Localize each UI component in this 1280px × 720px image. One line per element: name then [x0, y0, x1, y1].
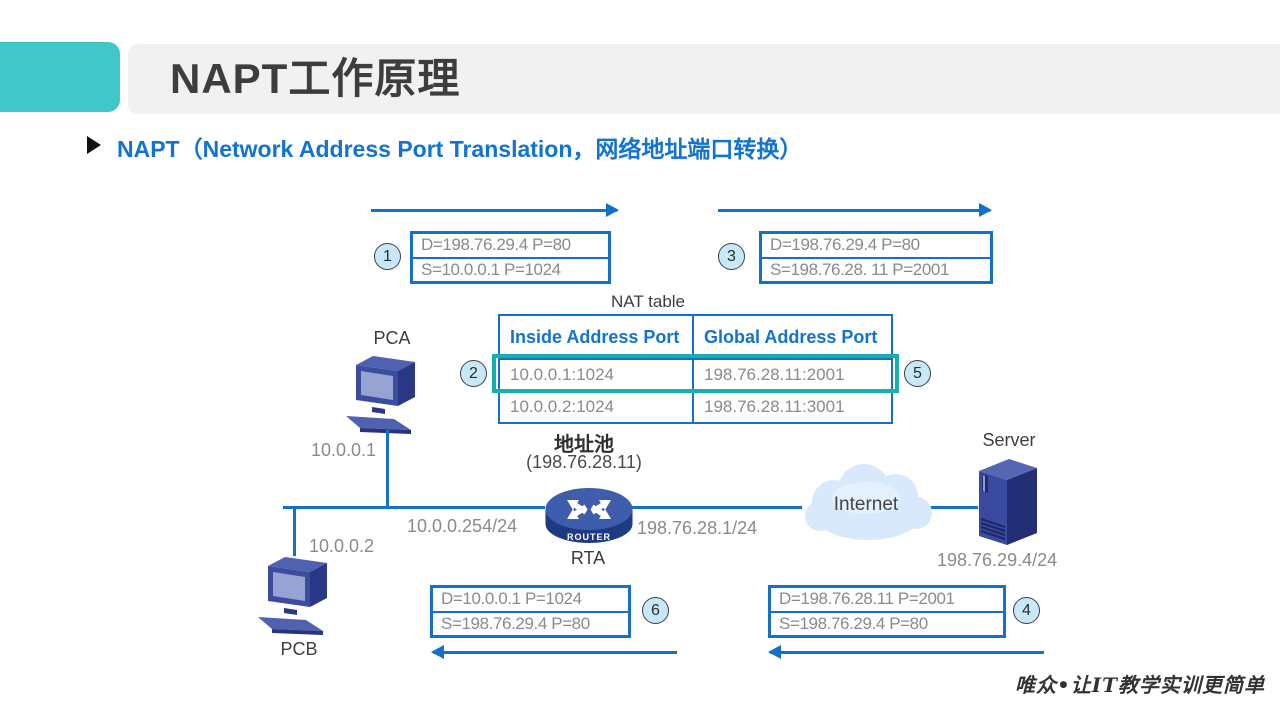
nat-cell-inside-1: 10.0.0.2:1024 [500, 392, 694, 422]
step-badge-6: 6 [642, 597, 669, 624]
packet-label-4: D=198.76.28.11 P=2001 S=198.76.29.4 P=80 [768, 585, 1006, 638]
pca-ip-label: 10.0.0.1 [311, 440, 377, 460]
step-badge-4: 4 [1013, 597, 1040, 624]
header-title-bar [128, 44, 1280, 114]
wan-segment-line [632, 506, 802, 509]
pca-computer-icon [338, 350, 434, 434]
nat-table: Inside Address Port Global Address Port … [498, 314, 893, 424]
flow-arrow-step1 [371, 203, 619, 217]
nat-header-global: Global Address Port [704, 326, 878, 347]
packet4-dst-line: D=198.76.28.11 P=2001 [779, 589, 955, 609]
nat-header-inside: Inside Address Port [500, 316, 694, 358]
nat-table-title: NAT table [610, 292, 686, 311]
nat-table-row: 10.0.0.2:1024 198.76.28.11:3001 [500, 390, 891, 422]
flow-arrow-step6 [431, 645, 677, 659]
lan-segment-line [283, 506, 545, 509]
page-title: NAPT工作原理 [170, 55, 461, 102]
internet-cloud: Internet [794, 456, 938, 554]
step-badge-3: 3 [718, 243, 745, 270]
cloud-server-line [928, 506, 978, 509]
internet-label: Internet [833, 494, 899, 515]
router-name-label: RTA [570, 548, 606, 568]
packet1-dst-line: D=198.76.29.4 P=80 [421, 235, 571, 255]
pca-label: PCA [373, 328, 411, 348]
flow-arrow-step4 [768, 645, 1044, 659]
packet3-dst-line: D=198.76.29.4 P=80 [770, 235, 920, 255]
flow-arrow-step3 [718, 203, 992, 217]
packet-label-6: D=10.0.0.1 P=1024 S=198.76.29.4 P=80 [430, 585, 631, 638]
router-outside-if-label: 198.76.28.1/24 [637, 518, 758, 538]
header-accent-block [0, 42, 120, 112]
packet4-src-line: S=198.76.29.4 P=80 [771, 610, 1003, 636]
server-icon [971, 451, 1045, 547]
address-pool-value: (198.76.28.11) [526, 452, 642, 472]
pcb-ip-label: 10.0.0.2 [309, 536, 375, 556]
subtitle-text: NAPT（Network Address Port Translation，网络… [117, 136, 803, 162]
bullet-triangle-icon [87, 136, 101, 154]
packet-label-1: D=198.76.29.4 P=80 S=10.0.0.1 P=1024 [410, 231, 611, 284]
packet6-dst-line: D=10.0.0.1 P=1024 [441, 589, 582, 609]
step-badge-1: 1 [374, 243, 401, 270]
step-badge-5: 5 [904, 360, 931, 387]
router-inside-if-label: 10.0.0.254/24 [407, 516, 518, 536]
router-icon: ROUTER [542, 479, 636, 551]
nat-cell-inside-0: 10.0.0.1:1024 [500, 360, 694, 390]
packet1-src-line: S=10.0.0.1 P=1024 [413, 256, 608, 282]
address-pool-title: 地址池 [554, 434, 614, 456]
pca-drop-line [386, 430, 389, 508]
nat-table-row: 10.0.0.1:1024 198.76.28.11:2001 [500, 358, 891, 390]
pcb-label: PCB [280, 639, 318, 659]
server-ip-label: 198.76.29.4/24 [937, 550, 1058, 570]
packet6-src-line: S=198.76.29.4 P=80 [433, 610, 628, 636]
nat-cell-global-1: 198.76.28.11:3001 [704, 397, 845, 416]
packet3-src-line: S=198.76.28. 11 P=2001 [762, 256, 990, 282]
nat-cell-global-0: 198.76.28.11:2001 [704, 365, 845, 384]
server-label: Server [982, 430, 1036, 450]
nat-table-header-row: Inside Address Port Global Address Port [500, 316, 891, 358]
pcb-drop-line [293, 508, 296, 556]
router-icon-text: ROUTER [567, 532, 611, 542]
footer-slogan: 唯众•让IT教学实训更简单 [1015, 673, 1266, 697]
packet-label-3: D=198.76.29.4 P=80 S=198.76.28. 11 P=200… [759, 231, 993, 284]
step-badge-2: 2 [460, 360, 487, 387]
pcb-computer-icon [250, 551, 346, 635]
